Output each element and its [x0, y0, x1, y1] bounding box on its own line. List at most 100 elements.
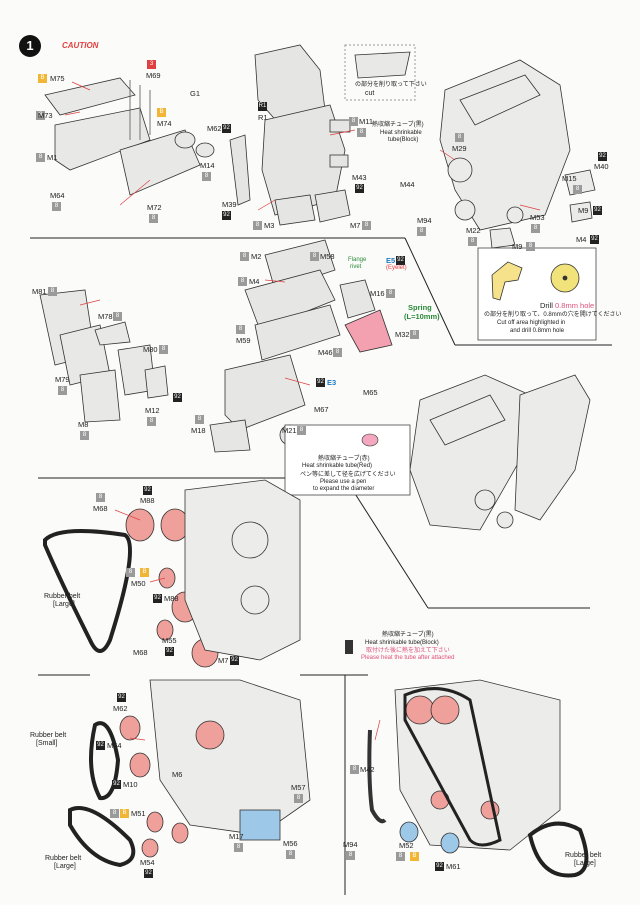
part-tag: 8	[36, 153, 45, 162]
caution-label: CAUTION	[62, 41, 99, 50]
part-tag: 92	[222, 211, 231, 220]
timing-cover	[39, 289, 169, 423]
belt-large3-size: [Large]	[574, 860, 596, 867]
part-tag: 8	[36, 111, 45, 120]
part-tag: 8	[234, 843, 243, 852]
part-label-m12: M12	[145, 406, 160, 415]
part-label-m80: M80	[143, 345, 158, 354]
part-label-m64: M64	[50, 191, 65, 200]
part-tag: 8	[238, 277, 247, 286]
drill-size: 0.8mm hole	[555, 301, 595, 310]
pulleys-group-2	[119, 715, 189, 858]
part-label-r1: R1	[258, 113, 268, 122]
part-label-m4: M4	[249, 277, 260, 286]
step-number-badge: 1	[19, 35, 41, 57]
part-tag: 8	[573, 185, 582, 194]
part-label-m88: M88	[164, 594, 179, 603]
part-label-m73: M73	[38, 111, 53, 120]
part-label-m42: M42	[360, 765, 375, 774]
e5-sub: (Eyelet)	[386, 265, 407, 271]
part-label-m75: M75	[50, 74, 65, 83]
rubber-belt-large-2	[68, 806, 136, 868]
part-tag: 92	[435, 862, 444, 871]
part-label-m39: M39	[222, 200, 237, 209]
part-label-m40: M40	[594, 162, 609, 171]
part-label-m52: M52	[399, 841, 414, 850]
e5-label: E5	[386, 256, 396, 265]
part-tag: 8	[310, 252, 319, 261]
part-tag: 8	[349, 117, 358, 126]
belt-small-label: Rubber belt	[30, 732, 67, 739]
part-label-m94: M94	[417, 216, 432, 225]
part-label-m1: M1	[47, 153, 58, 162]
part-tag: 8	[58, 386, 67, 395]
part-tag: 92	[117, 693, 126, 702]
part-tag: R1	[258, 102, 267, 111]
part-tag: 92	[143, 486, 152, 495]
part-label-m2: M2	[251, 252, 262, 261]
part-label-m94: M94	[343, 840, 358, 849]
part-label-m43: M43	[352, 173, 367, 182]
tube-block-note-en2: tube(Block)	[388, 137, 419, 143]
part-label-m17: M17	[229, 832, 244, 841]
part-label-m68: M68	[93, 504, 108, 513]
part-tag: B	[140, 568, 149, 577]
part-label-m15: M15	[562, 174, 577, 183]
part-tag: 8	[113, 312, 122, 321]
part-label-m4: M4	[576, 235, 587, 244]
part-tag: 92	[165, 647, 174, 656]
part-tag: 92	[144, 869, 153, 878]
part-tag: 8	[80, 431, 89, 440]
part-tag: B	[120, 809, 129, 818]
heat-shrink-tube-red	[361, 433, 379, 447]
engine-block	[229, 44, 351, 226]
cutoff-note-en2: and drill 0.8mm hole	[510, 328, 565, 334]
part-label-m10: M10	[123, 780, 138, 789]
pulley-m52	[399, 821, 419, 843]
part-label-m69: M69	[146, 71, 161, 80]
part-tag: 8	[286, 850, 295, 859]
engine-front-1	[184, 479, 301, 661]
part-label-m6: M6	[172, 770, 183, 779]
part-label-m65: M65	[363, 388, 378, 397]
rubber-belt-large-1	[43, 529, 132, 653]
part-label-m46: M46	[318, 348, 333, 357]
part-label-m56: M56	[283, 839, 298, 848]
part-tag: 3	[147, 60, 156, 69]
part-tag: B	[38, 74, 47, 83]
part-label-m74: M74	[157, 119, 172, 128]
rivet-note: rivet	[350, 264, 362, 270]
part-tag: 92	[593, 206, 602, 215]
part-label-m44: M44	[400, 180, 415, 189]
part-tag: 8	[48, 287, 57, 296]
part-label-m51: M51	[131, 809, 146, 818]
pulley-m61	[440, 832, 460, 854]
part-tag: 8	[159, 345, 168, 354]
hose-m42	[367, 729, 387, 824]
part-label-m72: M72	[147, 203, 162, 212]
part-label-m50: M50	[131, 579, 146, 588]
part-tag: 8	[410, 330, 419, 339]
part-label-m68: M68	[133, 648, 148, 657]
part-tag: 92	[173, 393, 182, 402]
part-label-m29: M29	[452, 144, 467, 153]
pen-note-jp: ペン等に差して径を広げてください	[300, 472, 396, 478]
part-tag: 8	[240, 252, 249, 261]
part-label-m67: M67	[314, 405, 329, 414]
part-label-m58: M58	[320, 252, 335, 261]
belt-large-label: Rubber belt	[44, 593, 81, 600]
cutoff-note-jp: の部分を削り取って、0.8mmの穴を開けてください	[484, 312, 622, 318]
part-tag: 8	[468, 237, 477, 246]
engine-front-2	[149, 679, 311, 841]
part-label-m53: M53	[530, 213, 545, 222]
part-label-m11: M11	[359, 117, 374, 126]
part-label-m57: M57	[291, 783, 306, 792]
part-tag: 8	[147, 417, 156, 426]
part-label-m8: M8	[78, 420, 89, 429]
rubber-belt-large-3	[527, 821, 589, 878]
part-label-m7: M7	[350, 221, 361, 230]
part-tag: 8	[386, 289, 395, 298]
tube-black2-note-jp: 熱収縮チューブ(黒)	[382, 632, 434, 638]
part-label-m62: M62	[113, 704, 128, 713]
part-tag: 8	[333, 348, 342, 357]
